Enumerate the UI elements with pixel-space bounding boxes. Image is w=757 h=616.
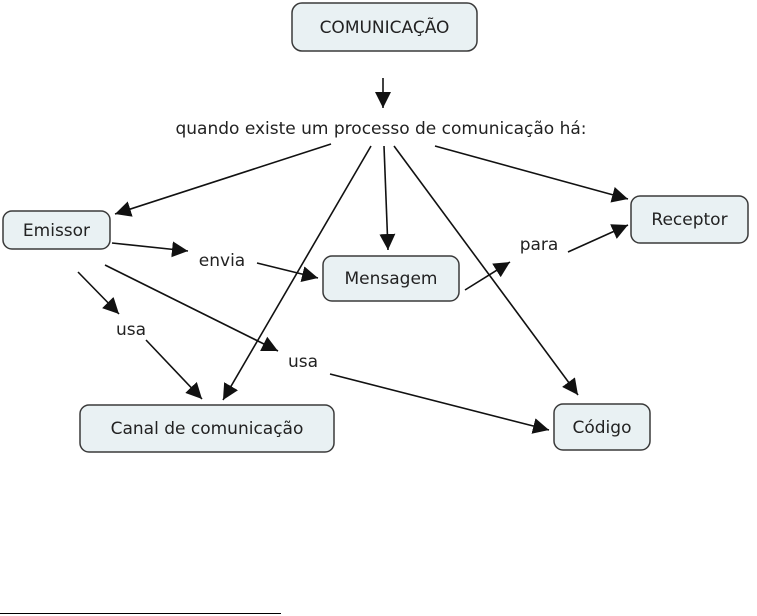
link-phrase-usa-codigo: usa bbox=[288, 352, 318, 372]
concept-label: Mensagem bbox=[345, 269, 438, 289]
edge-phrase-to-codigo bbox=[393, 145, 579, 396]
concept-label: Código bbox=[573, 418, 632, 438]
edge-usa-to-canal bbox=[145, 339, 203, 400]
link-phrase-envia: envia bbox=[199, 251, 245, 271]
concept-label: Receptor bbox=[651, 210, 727, 230]
edge-para-to-receptor bbox=[567, 224, 629, 253]
concept-label: COMUNICAÇÃO bbox=[320, 16, 450, 38]
concept-codigo[interactable]: Código bbox=[553, 403, 651, 451]
edge-phrase-to-emissor bbox=[114, 143, 332, 217]
edge-emissor-to-usa-canal bbox=[77, 271, 120, 315]
concept-label: Emissor bbox=[23, 221, 90, 241]
concept-comunicacao[interactable]: COMUNICAÇÃO bbox=[291, 2, 478, 52]
edge-phrase-to-mensagem bbox=[379, 145, 396, 251]
edge-envia-to-mensagem bbox=[256, 262, 319, 282]
concept-canal[interactable]: Canal de comunicação bbox=[79, 404, 335, 453]
edge-phrase-to-receptor bbox=[434, 145, 629, 203]
edge-emissor-to-envia bbox=[111, 241, 189, 258]
link-phrase-usa-canal: usa bbox=[116, 320, 146, 340]
link-phrase-main: quando existe um processo de comunicação… bbox=[175, 119, 586, 139]
edge-mensagem-to-para bbox=[464, 261, 511, 291]
concept-label: Canal de comunicação bbox=[111, 419, 304, 439]
concept-mensagem[interactable]: Mensagem bbox=[322, 255, 460, 302]
edge-emissor-to-usa-codigo bbox=[104, 264, 279, 352]
footnote-divider bbox=[0, 613, 281, 614]
edge-usa-to-codigo bbox=[329, 373, 550, 434]
link-phrase-para: para bbox=[520, 235, 559, 255]
concept-receptor[interactable]: Receptor bbox=[630, 195, 749, 244]
concept-emissor[interactable]: Emissor bbox=[2, 210, 111, 250]
